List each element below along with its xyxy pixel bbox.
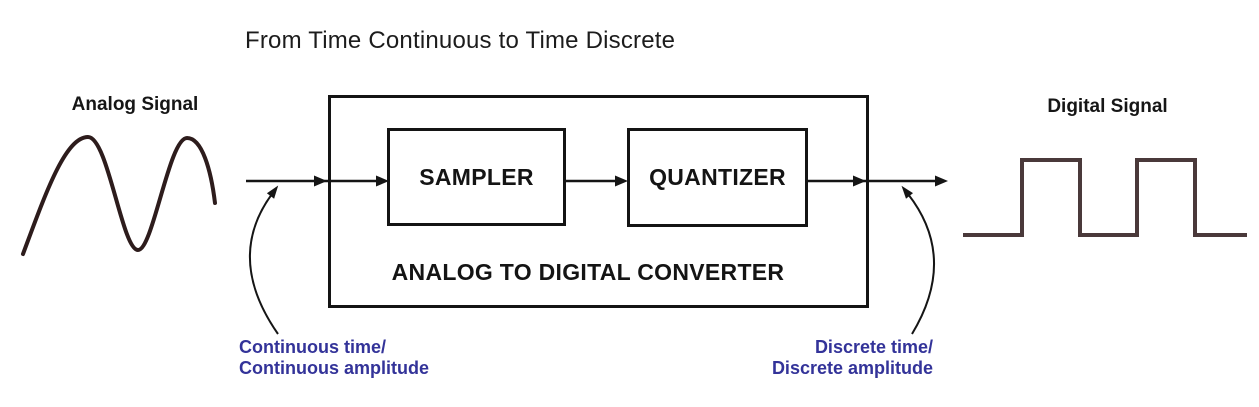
sampler-box: SAMPLER (387, 128, 566, 226)
quantizer-label: QUANTIZER (649, 164, 786, 190)
flow-arrowheads (314, 175, 948, 187)
digital-waveform-icon (963, 158, 1247, 237)
arrowhead-icon (615, 175, 628, 187)
arrowhead-icon (376, 175, 389, 187)
arrowhead-icon (935, 175, 948, 187)
input-annotation-arrow (248, 193, 279, 335)
quantizer-box: QUANTIZER (627, 128, 808, 227)
arrowhead-icon (853, 175, 866, 187)
output-annotation-arrow (907, 193, 936, 335)
input-annotation-text: Continuous time/ Continuous amplitude (239, 337, 429, 379)
output-annotation-line1: Discrete time/ (814, 337, 933, 357)
arrowhead-icon (266, 185, 279, 199)
analog-waveform-icon (21, 134, 217, 256)
page-title: From Time Continuous to Time Discrete (245, 27, 676, 54)
annotation-arrowheads (266, 185, 913, 199)
arrowhead-icon (314, 175, 327, 187)
adc-outer-box (328, 95, 869, 308)
sampler-label: SAMPLER (419, 163, 534, 190)
input-annotation-line1: Continuous time/ (239, 337, 386, 357)
digital-signal-label: Digital Signal (1047, 96, 1168, 117)
adc-box-label: ANALOG TO DIGITAL CONVERTER (391, 259, 785, 285)
analog-signal-label: Analog Signal (71, 94, 199, 115)
annotation-arrows (248, 193, 936, 335)
output-annotation-text: Discrete time/ Discrete amplitude (733, 337, 933, 379)
output-annotation-line2: Discrete amplitude (771, 358, 933, 378)
input-annotation-line2: Continuous amplitude (239, 358, 429, 378)
arrowhead-icon (901, 185, 913, 199)
